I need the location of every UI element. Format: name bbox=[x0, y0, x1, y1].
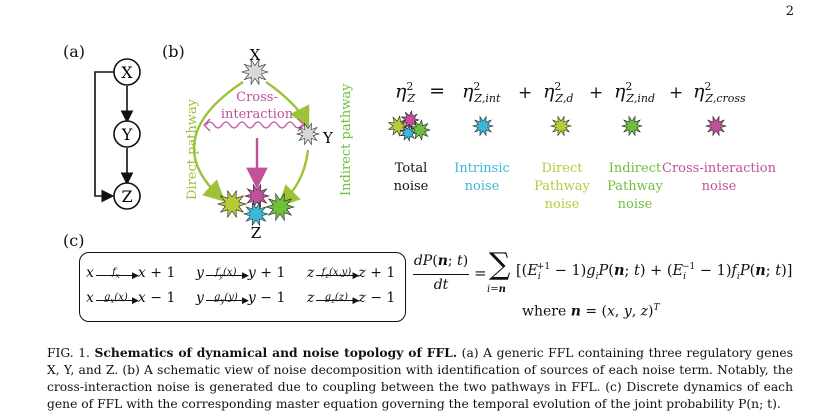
node-x-label: X bbox=[121, 63, 133, 82]
direct-pathway-label: Direct pathway bbox=[185, 98, 200, 200]
node-y-label: Y bbox=[121, 125, 133, 144]
legend-direct bbox=[549, 115, 573, 137]
eta-ind: η2Z,ind bbox=[614, 80, 655, 106]
legend-total-intrinsic bbox=[399, 124, 417, 142]
indirect-noise-label: Indirect Pathway noise bbox=[607, 161, 663, 212]
caption-fig: FIG. 1. bbox=[47, 346, 90, 360]
cross-interaction-wave bbox=[205, 121, 303, 129]
direct-noise-label: Direct Pathway noise bbox=[534, 161, 590, 212]
legend-intrinsic bbox=[471, 115, 495, 137]
me-numerator: dP(n; t) bbox=[413, 253, 469, 269]
page-number: 2 bbox=[785, 4, 794, 19]
cross-noise-label: Cross-interaction noise bbox=[662, 161, 776, 194]
node-y bbox=[113, 120, 141, 148]
caption-body: (a) A generic FFL containing three regul… bbox=[47, 346, 794, 411]
indirect-pathway-arrow bbox=[277, 149, 310, 208]
eta-int: η2Z,int bbox=[462, 80, 501, 106]
panel-label-a: (a) bbox=[63, 42, 86, 61]
caption-title: Schematics of dynamical and noise topolo… bbox=[94, 345, 458, 360]
node-z-b-label: Z bbox=[251, 224, 261, 242]
burst-y bbox=[295, 122, 321, 146]
legend-total-indirect bbox=[409, 119, 431, 141]
me-rhs: [(Ei+1 − 1)giP(n; t) + (Ei−1 − 1)fiP(n; … bbox=[516, 262, 793, 282]
wave-left-head bbox=[203, 118, 211, 132]
node-z bbox=[113, 182, 141, 210]
legend-indirect bbox=[620, 115, 644, 137]
noise-bursts bbox=[216, 58, 321, 227]
burst-z-intrinsic bbox=[242, 201, 270, 227]
plus-2: + bbox=[589, 83, 604, 103]
burst-x bbox=[240, 58, 270, 86]
reactions-box bbox=[79, 252, 406, 322]
eta-cross: η2Z,cross bbox=[693, 80, 746, 106]
indirect-pathway-label: Indirect pathway bbox=[339, 83, 354, 196]
cross-interaction-label-1: Cross- bbox=[236, 90, 278, 105]
figure-caption: FIG. 1. Schematics of dynamical and nois… bbox=[47, 344, 793, 413]
legend-total-cross bbox=[400, 110, 421, 130]
me-denominator: dt bbox=[433, 277, 449, 293]
eta-total: η2Z = bbox=[395, 80, 446, 106]
sum-symbol: ∑ bbox=[489, 247, 511, 282]
legend-bursts bbox=[387, 110, 728, 142]
eta-d: η2Z,d bbox=[543, 80, 574, 106]
burst-z-indirect bbox=[264, 192, 296, 222]
node-y-b-label: Y bbox=[322, 129, 334, 147]
sum-subscript: i=n bbox=[487, 284, 506, 295]
edge-x-z bbox=[94, 71, 115, 203]
legend-cross bbox=[704, 115, 728, 137]
cross-interaction-label-2: interaction bbox=[221, 107, 294, 122]
panel-label-c: (c) bbox=[63, 231, 85, 250]
me-fraction-bar bbox=[413, 274, 469, 275]
intrinsic-noise-label: Intrinsic noise bbox=[454, 161, 510, 194]
direct-pathway-arrow bbox=[192, 80, 244, 202]
me-where: where n = (x, y, z)T bbox=[522, 303, 660, 320]
plus-1: + bbox=[518, 83, 533, 103]
burst-z-direct bbox=[216, 189, 248, 219]
burst-z-cross bbox=[243, 183, 271, 209]
node-x bbox=[113, 58, 141, 86]
me-equals: = bbox=[474, 264, 487, 282]
node-x-b-label: X bbox=[250, 46, 261, 64]
panel-label-b: (b) bbox=[162, 42, 185, 61]
total-noise-label: Total noise bbox=[393, 161, 429, 194]
node-z-label: Z bbox=[121, 187, 132, 206]
plus-3: + bbox=[669, 83, 684, 103]
x-to-y-arrow bbox=[265, 81, 310, 129]
